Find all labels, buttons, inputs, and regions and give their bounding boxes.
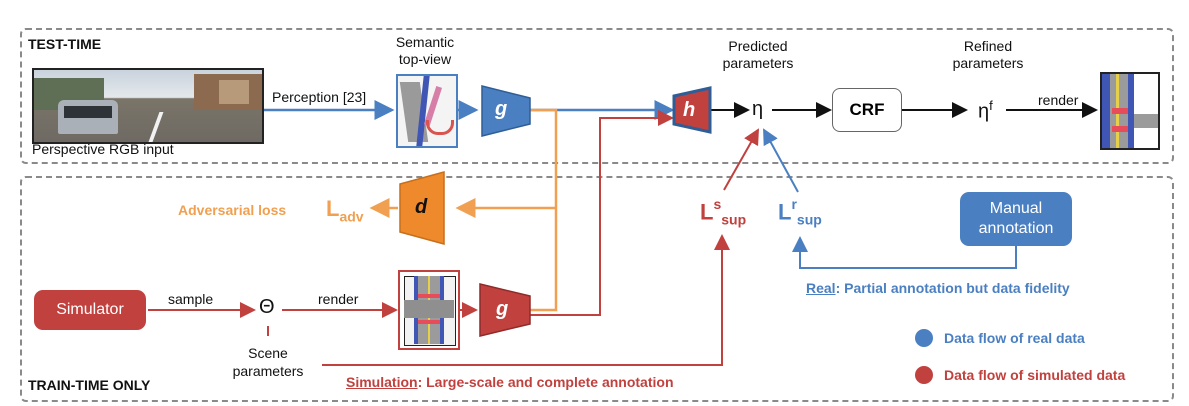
crf-label: CRF [849, 100, 885, 119]
orange-from-train-g [530, 208, 558, 312]
simulator-label: Simulator [56, 301, 124, 318]
rgb-input-caption: Perspective RGB input [32, 141, 174, 157]
legend-sim-dot [915, 366, 933, 384]
arrow-lsup-s-to-eta [723, 128, 759, 191]
g-train-label: g [496, 298, 509, 320]
l-sup-s-symbol: Lssup [700, 196, 747, 228]
simulator-box: Simulator [34, 290, 146, 330]
g-encoder-train [479, 283, 531, 337]
orange-from-test-g [530, 108, 558, 208]
h-label: h [683, 99, 696, 121]
render-label-train: render [318, 291, 359, 307]
l-sup-r-sup: r [791, 196, 797, 212]
l-sup-r-symbol: Lrsup [778, 196, 822, 228]
arrow-train-g-to-h [530, 110, 674, 316]
legend-real-dot [915, 329, 933, 347]
eta-f-sup: f [989, 98, 993, 113]
g-test-label: g [495, 98, 508, 120]
l-sup-r-sub: sup [796, 211, 822, 228]
l-sup-r-main: L [778, 199, 792, 225]
render-label-test: render [1038, 92, 1079, 108]
perception-label: Perception [23] [272, 89, 367, 105]
h-head [672, 86, 712, 134]
d-label: d [415, 196, 428, 218]
real-note-rest: : Partial annotation but data fidelity [835, 280, 1070, 296]
real-note-prefix: Real [806, 280, 836, 296]
simulated-topview-image [398, 270, 460, 350]
train-time-title: TRAIN-TIME ONLY [28, 377, 151, 393]
scene-params-label: Scene parameters [232, 345, 304, 379]
manual-annotation-label: Manual annotation [978, 200, 1054, 237]
semantic-topview-title: Semantic top-view [395, 34, 455, 67]
arrow-annotation-to-lsup-r [792, 236, 1017, 269]
real-note: Real: Partial annotation but data fideli… [806, 280, 1070, 296]
refined-params-title: Refined parameters [952, 38, 1024, 71]
arrow-lsup-r-to-eta [763, 128, 799, 193]
rgb-input-image [32, 68, 264, 144]
d-discriminator [399, 171, 445, 245]
train-time-section [20, 176, 1174, 402]
legend-sim-text: Data flow of simulated data [944, 367, 1126, 383]
test-time-title: TEST-TIME [28, 36, 102, 52]
l-adv-symbol: Ladv [326, 196, 364, 224]
predicted-params-title: Predicted parameters [722, 38, 794, 71]
sim-note-rest: : Large-scale and complete annotation [417, 374, 674, 390]
l-sup-s-sub: sup [721, 211, 747, 228]
legend-real-text: Data flow of real data [944, 330, 1085, 346]
arrow-scene-to-lsup [322, 234, 730, 366]
eta-f-main: η [978, 100, 990, 123]
l-sup-s-main: L [700, 199, 714, 225]
test-time-section [20, 28, 1174, 164]
l-sup-s-sup: s [713, 196, 722, 212]
adversarial-loss-label: Adversarial loss [178, 202, 287, 218]
manual-annotation-box: Manual annotation [960, 192, 1072, 246]
l-adv-sub: adv [339, 208, 364, 225]
sim-note: Simulation: Large-scale and complete ann… [346, 374, 674, 390]
sim-note-prefix: Simulation [346, 374, 418, 390]
theta-symbol: Θ [259, 296, 275, 318]
refined-render-image [1100, 72, 1160, 150]
g-encoder-test [481, 85, 531, 137]
sample-label: sample [168, 291, 214, 307]
eta-f-symbol: ηf [978, 98, 993, 124]
l-adv-main: L [326, 196, 340, 221]
semantic-topview-image [396, 74, 458, 148]
eta-symbol: η [752, 98, 764, 120]
crf-box: CRF [832, 88, 902, 132]
